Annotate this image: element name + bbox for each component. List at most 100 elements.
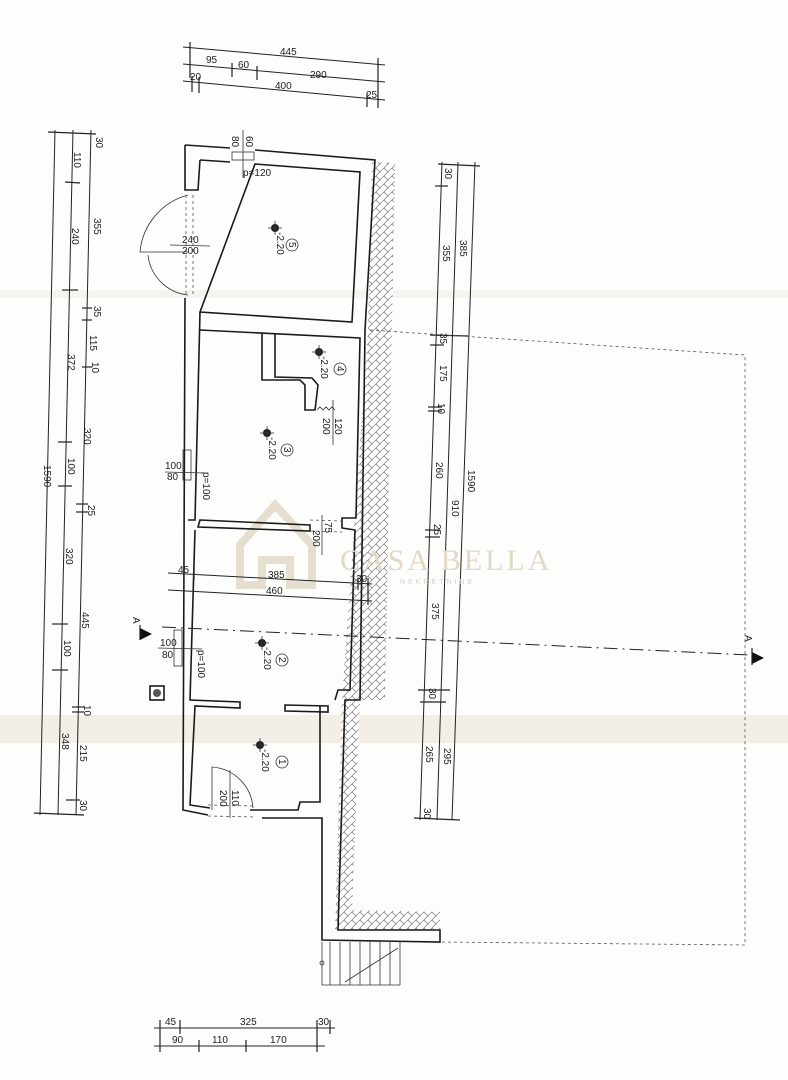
dim-label: 60: [238, 60, 250, 71]
room-level: -2.20: [261, 647, 272, 670]
dim-label: 445: [280, 47, 297, 58]
door-width: 110: [229, 790, 240, 806]
dim-label: 320: [63, 548, 74, 565]
dim-label: 90: [172, 1035, 184, 1046]
door-height: 200: [320, 418, 331, 435]
room-level: -2.20: [259, 749, 270, 772]
door-height: 200: [217, 790, 228, 807]
dim-label: 100: [65, 458, 76, 475]
room-level: -2.20: [318, 356, 329, 379]
dim-label: 215: [77, 745, 88, 762]
dim-label: 115: [87, 335, 98, 351]
dim-label: 45: [165, 1017, 177, 1028]
window-height: 60: [243, 136, 254, 148]
window-room3[interactable]: 100 80 p=100: [164, 449, 211, 501]
dim-label: 385: [457, 240, 468, 257]
section-label: A: [742, 635, 753, 642]
room-2-marker: 2 -2.20: [255, 636, 289, 670]
window-room5[interactable]: 80 60 p=120: [229, 130, 272, 179]
dim-label: 910: [449, 500, 460, 517]
room-level: -2.20: [266, 437, 277, 460]
dim-label: 35: [437, 333, 448, 345]
dim-label: 445: [79, 612, 90, 629]
dim-label: 170: [270, 1035, 287, 1046]
earth-hatch: [335, 162, 440, 930]
window-height: 80: [167, 472, 179, 483]
dim-label: 30: [426, 688, 437, 700]
dim-label: 25: [431, 524, 442, 536]
dim-label: 295: [441, 748, 452, 765]
room-5-marker: 5 -2.20: [268, 221, 299, 255]
paper-fold: [0, 290, 788, 298]
stairs: [319, 942, 401, 986]
room-level: -2.20: [274, 232, 285, 255]
room-number: 2: [276, 657, 287, 663]
door-height: 200: [182, 246, 199, 257]
watermark-text: CASA BELLA NEKRETNINE: [340, 544, 553, 586]
dim-label: 30: [442, 168, 453, 180]
dim-label: 110: [71, 152, 82, 168]
dim-label: 460: [266, 586, 283, 597]
dim-label: 30: [77, 800, 88, 812]
door-width: 120: [332, 418, 343, 435]
dim-label: 10: [89, 362, 100, 374]
right-dimensions: 30 355 35 175 10 260 25 375 30 265 30 38…: [413, 161, 481, 821]
top-dimensions: 445 95 60 290 20 400 25: [182, 42, 386, 108]
section-label: A: [130, 617, 141, 624]
room-number: 3: [281, 447, 292, 453]
door-room1[interactable]: 110 200: [207, 766, 256, 818]
window-width: 80: [229, 136, 240, 148]
dim-label: 1590: [465, 470, 476, 493]
room-number: 4: [334, 366, 345, 372]
dim-label: 30: [356, 574, 368, 585]
room-4-marker: 4 -2.20: [312, 345, 347, 379]
window-parapet: p=100: [200, 472, 211, 501]
dim-label: 265: [423, 746, 434, 763]
door-width: 75: [322, 522, 333, 534]
dim-label: 355: [91, 218, 102, 235]
door-room4[interactable]: 120 200: [316, 400, 343, 445]
room-3-marker: 3 -2.20: [260, 426, 294, 460]
dim-label: 20: [190, 72, 202, 83]
watermark-brand: CASA BELLA: [340, 544, 553, 577]
dim-label: 240: [69, 228, 80, 245]
dim-label: 355: [440, 245, 451, 262]
window-parapet: p=100: [195, 650, 206, 679]
room-number: 1: [276, 759, 287, 765]
dim-label: 375: [429, 603, 440, 620]
dim-label: 30: [318, 1017, 330, 1028]
dim-label: 1590: [41, 465, 52, 488]
door-width: 240: [182, 235, 199, 246]
window-room2[interactable]: 100 80 p=100: [157, 629, 206, 679]
terrace-outline: [369, 329, 746, 946]
dim-label: 30: [421, 808, 432, 820]
watermark-tagline: NEKRETNINE: [400, 579, 475, 586]
room-1-marker: 1 -2.20: [253, 738, 289, 772]
window-width: 100: [160, 638, 177, 649]
door-height: 200: [310, 530, 321, 547]
dim-label: 25: [85, 505, 96, 517]
dim-label: 348: [59, 733, 70, 750]
door-room5[interactable]: 240 200: [139, 194, 211, 296]
interior-dimensions: 45 385 30 460: [167, 565, 373, 605]
section-line-a: A A: [130, 617, 764, 665]
dim-label: 385: [268, 570, 285, 581]
dim-label: 35: [91, 306, 102, 318]
dim-label: 100: [61, 640, 72, 657]
dim-label: 110: [212, 1035, 228, 1046]
room-number: 5: [286, 242, 297, 248]
dim-label: 10: [435, 403, 446, 415]
dim-label: 25: [366, 90, 378, 101]
dim-label: 400: [275, 81, 292, 92]
dim-label: 95: [206, 55, 218, 66]
dim-label: 325: [240, 1017, 257, 1028]
dim-label: 290: [310, 70, 327, 81]
dim-label: 45: [178, 565, 190, 576]
dim-label: 260: [433, 462, 444, 479]
door-room3-2[interactable]: 75 200: [309, 515, 343, 555]
bottom-dimensions: 45 325 30 90 110 170: [154, 1017, 335, 1052]
chimney-icon: [153, 689, 161, 697]
dim-label: 175: [437, 365, 448, 382]
walls: [149, 144, 441, 943]
